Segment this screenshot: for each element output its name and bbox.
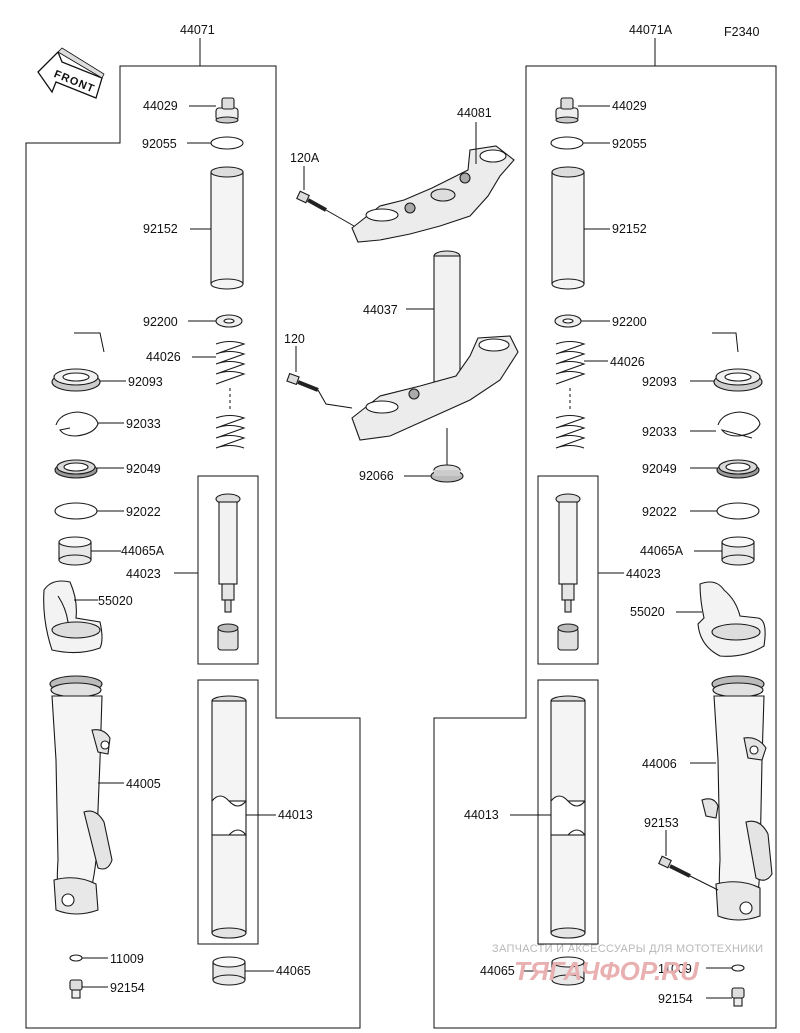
label-44006: 44006 (642, 757, 677, 771)
part-44029-cap-bolt-right (555, 97, 579, 124)
label-92154-right: 92154 (658, 992, 693, 1006)
label-92033-left: 92033 (126, 417, 161, 431)
label-55020-right: 55020 (630, 605, 665, 619)
watermark-tagline: ЗАПЧАСТИ И АКСЕССУАРЫ ДЛЯ МОТОТЕХНИКИ (492, 943, 763, 955)
label-92066: 92066 (359, 469, 394, 483)
part-44081-upper-bracket (351, 145, 515, 243)
label-92153: 92153 (644, 816, 679, 830)
label-92200-left: 92200 (143, 315, 178, 329)
part-92152-collar-right (551, 166, 585, 290)
front-arrow: FRONT (37, 47, 105, 99)
part-55020-fork-guard-right (697, 581, 766, 657)
watermark: ЗАПЧАСТИ И АКСЕССУАРЫ ДЛЯ МОТОТЕХНИКИ ТЯ… (492, 943, 763, 986)
label-92200-right: 92200 (612, 315, 647, 329)
label-44013-left: 44013 (278, 808, 313, 822)
part-55020-fork-guard (43, 580, 103, 654)
part-92055-o-ring (210, 136, 244, 150)
part-11009-gasket (69, 954, 83, 962)
label-44081: 44081 (457, 106, 492, 120)
part-92022-washer (54, 502, 98, 520)
part-92153-bolt (658, 855, 691, 878)
label-92055-right: 92055 (612, 137, 647, 151)
right-assembly-boundary (433, 38, 777, 1029)
part-44029-cap-bolt (215, 97, 239, 124)
label-92033-right: 92033 (642, 425, 677, 439)
part-44013-inner-tube-right (550, 695, 586, 939)
part-92049-oil-seal (54, 459, 98, 479)
label-44037: 44037 (363, 303, 398, 317)
part-44065-bushing (212, 956, 246, 986)
part-92049-oil-seal-right (716, 459, 760, 479)
label-44065-left: 44065 (276, 964, 311, 978)
label-44071: 44071 (180, 23, 215, 37)
part-92022-washer-right (716, 502, 760, 520)
label-44023-left: 44023 (126, 567, 161, 581)
part-44006-outer-tube (701, 675, 773, 921)
part-11009-gasket-right (731, 964, 745, 972)
part-44023-cartridge-right (555, 493, 581, 651)
part-120-bolt (286, 372, 319, 392)
label-92049-right: 92049 (642, 462, 677, 476)
label-92152-left: 92152 (143, 222, 178, 236)
label-44029-left: 44029 (143, 99, 178, 113)
label-44026-left: 44026 (146, 350, 181, 364)
part-92055-o-ring-right (550, 136, 584, 150)
part-44065A-bushing (58, 536, 92, 566)
label-44065-right: 44065 (480, 964, 515, 978)
label-92093-left: 92093 (128, 375, 163, 389)
label-44005-left: 44005 (126, 777, 161, 791)
part-92154-bolt-right (731, 987, 745, 1007)
label-11009-left: 11009 (110, 952, 144, 966)
part-44005-outer-tube (49, 675, 113, 915)
label-120: 120 (284, 332, 305, 346)
center-steering-assembly: 44081 120A 44037 120 (284, 106, 519, 483)
label-55020-left: 55020 (98, 594, 133, 608)
part-44026-spring (215, 340, 246, 449)
label-44065A-right: 44065A (640, 544, 684, 558)
part-92093-dust-seal (51, 332, 105, 392)
label-44029-right: 44029 (612, 99, 647, 113)
label-44023-right: 44023 (626, 567, 661, 581)
right-cartridge-box (537, 475, 599, 945)
label-92154-left: 92154 (110, 981, 145, 995)
part-44013-inner-tube (211, 695, 247, 939)
left-assembly-boundary (25, 38, 361, 1029)
label-92049-left: 92049 (126, 462, 161, 476)
part-44037-stem (351, 250, 519, 441)
part-120A-bolt (296, 190, 327, 212)
part-92033-circlip (55, 411, 99, 437)
label-11009-right: 11009 (658, 962, 692, 976)
label-92093-right: 92093 (642, 375, 677, 389)
part-44026-spring-right (555, 340, 586, 449)
part-92154-bolt (69, 979, 83, 999)
part-44023-cartridge (215, 493, 241, 651)
part-92033-circlip-right (717, 411, 761, 439)
label-92152-right: 92152 (612, 222, 647, 236)
label-120A: 120A (290, 151, 320, 165)
part-92066-seal (430, 464, 464, 483)
part-44065A-bushing-right (721, 536, 755, 566)
label-44026-right: 44026 (610, 355, 645, 369)
figure-code: F2340 (724, 25, 759, 39)
label-44013-right: 44013 (464, 808, 499, 822)
part-92093-dust-seal-right (712, 332, 763, 392)
part-92152-collar (210, 166, 244, 290)
label-92022-left: 92022 (126, 505, 161, 519)
label-92055-left: 92055 (142, 137, 177, 151)
label-44065A-left: 44065A (121, 544, 165, 558)
label-92022-right: 92022 (642, 505, 677, 519)
left-cartridge-box (197, 475, 259, 945)
watermark-logo: ТЯГАЧФОР.RU (514, 956, 700, 986)
label-44071A: 44071A (629, 23, 673, 37)
right-fork: 44029 92055 92152 92200 44026 92093 (464, 97, 773, 1007)
left-fork: 44029 92055 92152 92200 44026 (43, 97, 313, 999)
